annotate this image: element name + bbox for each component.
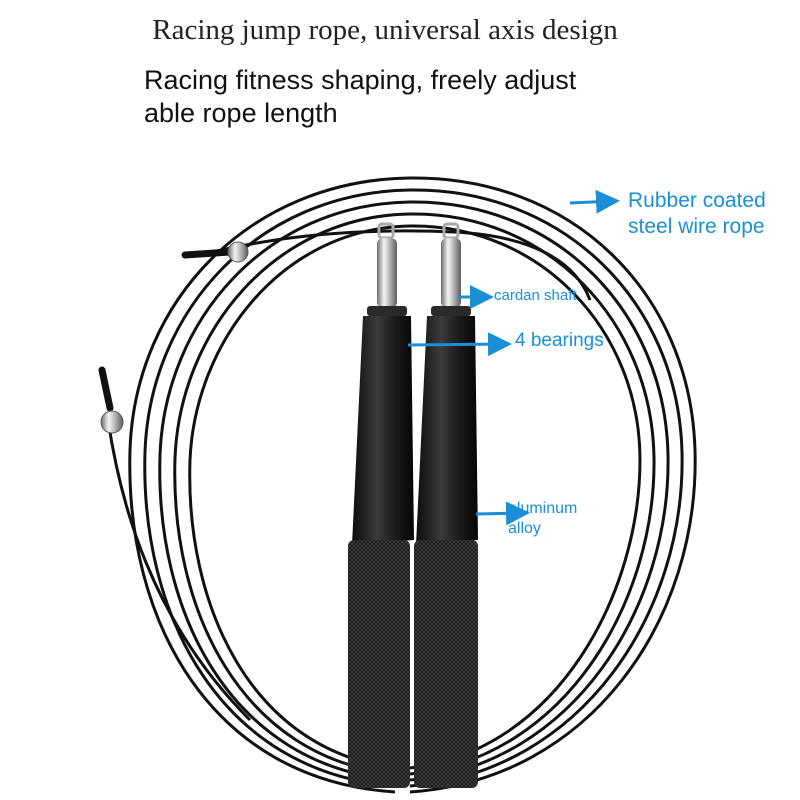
callout-rope: Rubber coated steel wire rope (628, 188, 766, 240)
arrow-rope (569, 189, 620, 214)
subtitle-line-2: able rope length (144, 98, 338, 128)
callout-cardan-shaft: cardan shaft (494, 287, 577, 304)
callout-rope-line-2: steel wire rope (628, 215, 765, 238)
callout-alloy: aluminum alloy (508, 499, 577, 539)
page-title: Racing jump rope, universal axis design (152, 14, 618, 46)
callout-bearings: 4 bearings (515, 330, 604, 351)
rope-stopper-left (98, 366, 124, 434)
callout-arrows (407, 189, 620, 526)
subtitle: Racing fitness shaping, freely adjust ab… (144, 64, 664, 130)
rope-coil (106, 176, 697, 794)
subtitle-line-1: Racing fitness shaping, freely adjust (144, 65, 577, 95)
arrow-bearings (407, 332, 512, 357)
callout-alloy-line-1: aluminum (508, 500, 578, 517)
rope-stopper-top (181, 241, 249, 263)
handle-right (414, 222, 478, 788)
arrow-alloy (475, 501, 530, 526)
callout-rope-line-1: Rubber coated (628, 189, 766, 212)
callout-alloy-line-2: alloy (508, 520, 541, 537)
handle-left (348, 222, 414, 788)
